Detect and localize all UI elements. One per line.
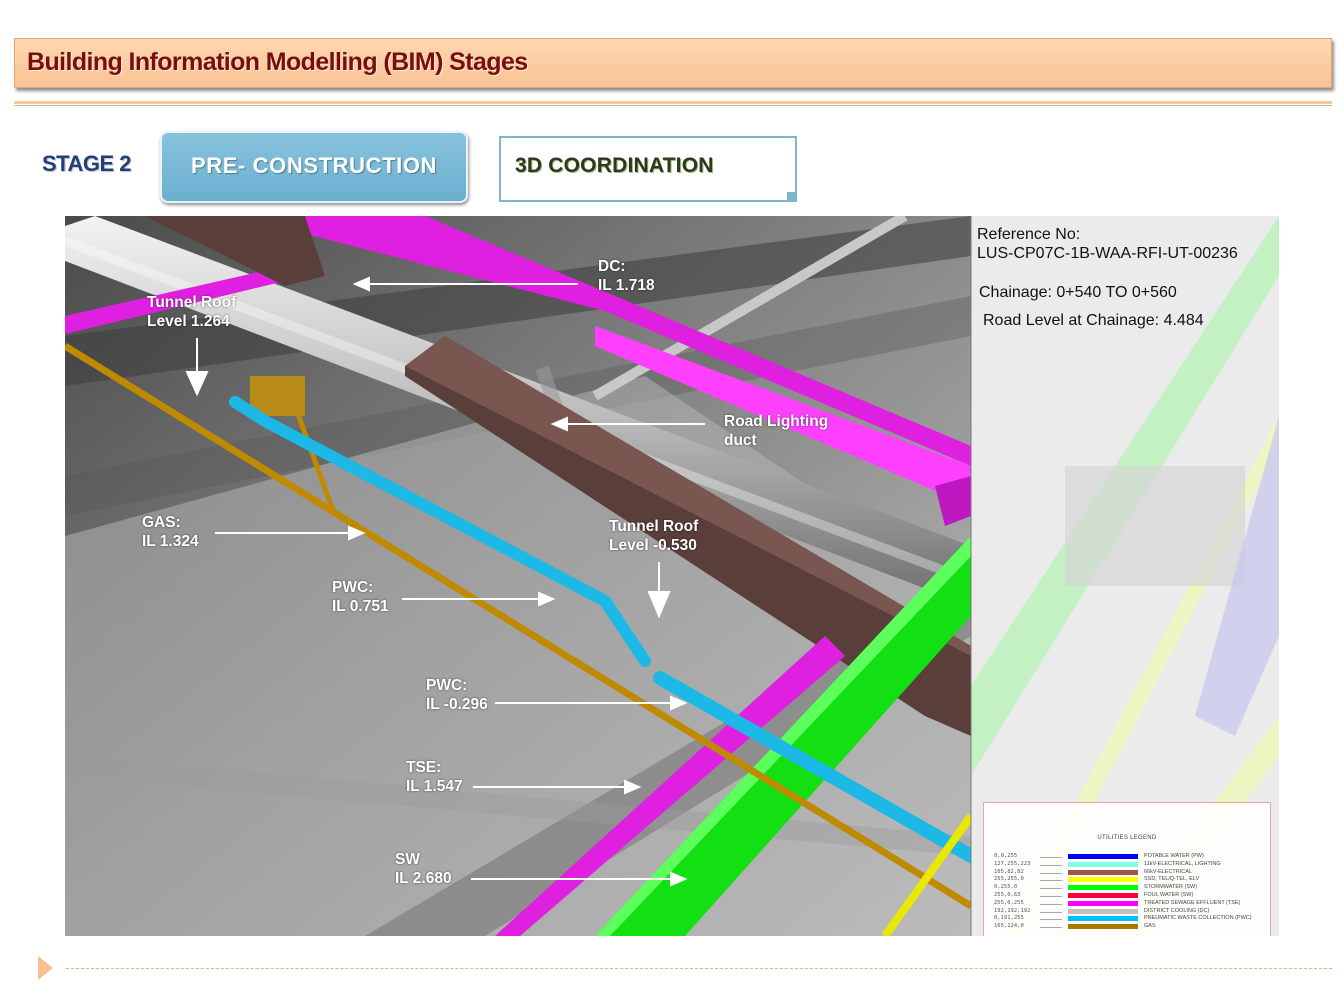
stage-label: STAGE 2 (42, 151, 132, 176)
legend-color-code: 127,255,223 (994, 860, 1031, 867)
legend-utility-name: PNEUMATIC WASTE COLLECTION (PWC) (1144, 915, 1252, 922)
legend-utility-name: DISTRICT COOLING (DC) (1144, 907, 1210, 914)
sw-annotation: SW IL 2.680 (395, 850, 452, 888)
gas-annotation: GAS: IL 1.324 (142, 513, 199, 551)
annotation-line: Level 1.264 (147, 313, 230, 330)
legend-color-code: 165,124,0 (994, 923, 1024, 930)
legend-swatch (1068, 893, 1138, 898)
road-lighting-annotation: Road Lighting duct (724, 412, 828, 450)
chainage-text: Chainage: 0+540 TO 0+560 (979, 284, 1177, 301)
title-divider (14, 101, 1332, 104)
legend-dash (1040, 919, 1062, 921)
bim-model-render (65, 216, 1279, 936)
legend-swatch (1068, 908, 1138, 914)
bim-model-view: DC: IL 1.718 Tunnel Roof Level 1.264 Roa… (65, 216, 1279, 936)
legend-color-code: 0,0,255 (994, 853, 1018, 859)
annotation-line: Level -0.530 (609, 537, 697, 554)
pwc-annotation: PWC: IL 0.751 (332, 578, 389, 616)
annotation-line: Tunnel Roof (147, 294, 237, 311)
stage-activity-text: 3D COORDINATION (515, 154, 714, 177)
legend-swatch (1068, 885, 1138, 891)
legend-swatch (1068, 877, 1138, 883)
legend-swatch (1068, 854, 1138, 859)
footer-divider (66, 968, 1332, 969)
page-title: Building Information Modelling (BIM) Sta… (27, 48, 528, 76)
annotation-line: IL -0.296 (426, 696, 488, 713)
legend-dash (1040, 857, 1062, 858)
legend-row: 255,0,255 TREATED SEWAGE EFFLUENT (TSE) (984, 900, 1270, 908)
legend-row: 0,0,255 POTABLE WATER (PW) (984, 853, 1270, 861)
legend-utility-name: GAS (1144, 923, 1156, 930)
annotation-line: GAS: (142, 514, 181, 531)
legend-row: 0,191,255 PNEUMATIC WASTE COLLECTION (PWC… (984, 915, 1270, 923)
corner-fold (787, 192, 797, 202)
legend-color-code: 192,192,192 (994, 907, 1031, 914)
legend-utility-name: POTABLE WATER (PW) (1144, 853, 1204, 859)
legend-swatch (1068, 916, 1138, 922)
annotation-line: SW (395, 851, 420, 868)
legend-color-code: 255,0,63 (994, 892, 1021, 898)
legend-utility-name: 11kV-ELECTRICAL, LIGHTING (1144, 860, 1221, 867)
annotation-line: DC: (598, 258, 626, 275)
annotation-line: IL 2.680 (395, 870, 452, 887)
legend-color-code: 0,255,0 (994, 884, 1018, 891)
legend-swatch (1068, 900, 1138, 906)
legend-utility-name: FOUL WATER (SW) (1144, 892, 1194, 898)
legend-color-code: 165,82,82 (994, 868, 1024, 875)
annotation-line: PWC: (426, 677, 468, 694)
tse-annotation: TSE: IL 1.547 (406, 758, 463, 796)
title-divider-shadow (14, 105, 1332, 106)
reference-number: LUS-CP07C-1B-WAA-RFI-UT-00236 (977, 245, 1238, 262)
stage-activity-box: 3D COORDINATION (499, 136, 797, 202)
road-level-text: Road Level at Chainage: 4.484 (983, 312, 1204, 329)
legend-dash (1040, 864, 1062, 866)
annotation-line: TSE: (406, 759, 442, 776)
legend-dash (1040, 880, 1062, 882)
annotation-line: duct (724, 432, 757, 449)
tunnel-roof-annotation: Tunnel Roof Level 1.264 (147, 293, 236, 331)
legend-dash (1040, 888, 1062, 890)
annotation-line: Tunnel Roof (609, 518, 699, 535)
annotation-line: IL 1.547 (406, 778, 463, 795)
dc-annotation: DC: IL 1.718 (598, 257, 655, 295)
legend-dash (1040, 911, 1062, 913)
legend-dash (1040, 872, 1062, 874)
tunnel-roof-annotation-2: Tunnel Roof Level -0.530 (609, 517, 698, 555)
legend-dash (1040, 927, 1062, 929)
legend-utility-name: 66kV-ELECTRICAL (1144, 868, 1192, 875)
legend-dash (1040, 903, 1062, 905)
annotation-line: IL 1.718 (598, 277, 655, 294)
legend-color-code: 0,191,255 (994, 915, 1024, 922)
legend-row: 0,255,0 STORMWATER (SW) (984, 884, 1270, 892)
title-bar: Building Information Modelling (BIM) Sta… (14, 38, 1332, 88)
legend-utility-name: STORMWATER (SW) (1144, 884, 1198, 891)
stage-phase-text: PRE- CONSTRUCTION (190, 153, 438, 178)
legend-row: 255,0,63 FOUL WATER (SW) (984, 892, 1270, 900)
legend-swatch (1068, 869, 1138, 875)
reference-label: Reference No: (977, 226, 1081, 243)
legend-color-code: 255,255,0 (994, 876, 1024, 883)
legend-row: 165,124,0 GAS (984, 923, 1270, 931)
legend-utility-name: TREATED SEWAGE EFFLUENT (TSE) (1144, 899, 1241, 906)
legend-utility-name: SSD, TEL/Q-TEL, ELV (1144, 876, 1200, 883)
legend-swatch (1068, 924, 1138, 930)
legend-row: 127,255,223 11kV-ELECTRICAL, LIGHTING (984, 861, 1270, 869)
footer-arrow-icon (38, 956, 53, 980)
annotation-line: PWC: (332, 579, 374, 596)
legend-color-code: 255,0,255 (994, 899, 1024, 906)
annotation-line: IL 0.751 (332, 598, 389, 615)
legend-row: 165,82,82 66kV-ELECTRICAL (984, 869, 1270, 877)
stage-phase-badge: PRE- CONSTRUCTION (160, 131, 468, 203)
annotation-line: Road Lighting (724, 413, 829, 430)
annotation-line: IL 1.324 (142, 533, 199, 550)
pwc-annotation-2: PWC: IL -0.296 (426, 676, 488, 714)
legend-row: 255,255,0 SSD, TEL/Q-TEL, ELV (984, 876, 1270, 884)
legend-title: UTILITIES LEGEND (1097, 835, 1157, 841)
legend-swatch (1068, 861, 1138, 867)
legend-row: 192,192,192 DISTRICT COOLING (DC) (984, 908, 1270, 916)
utilities-legend: UTILITIES LEGEND 0,0,255 POTABLE WATER (P… (983, 802, 1271, 936)
legend-dash (1040, 896, 1062, 897)
